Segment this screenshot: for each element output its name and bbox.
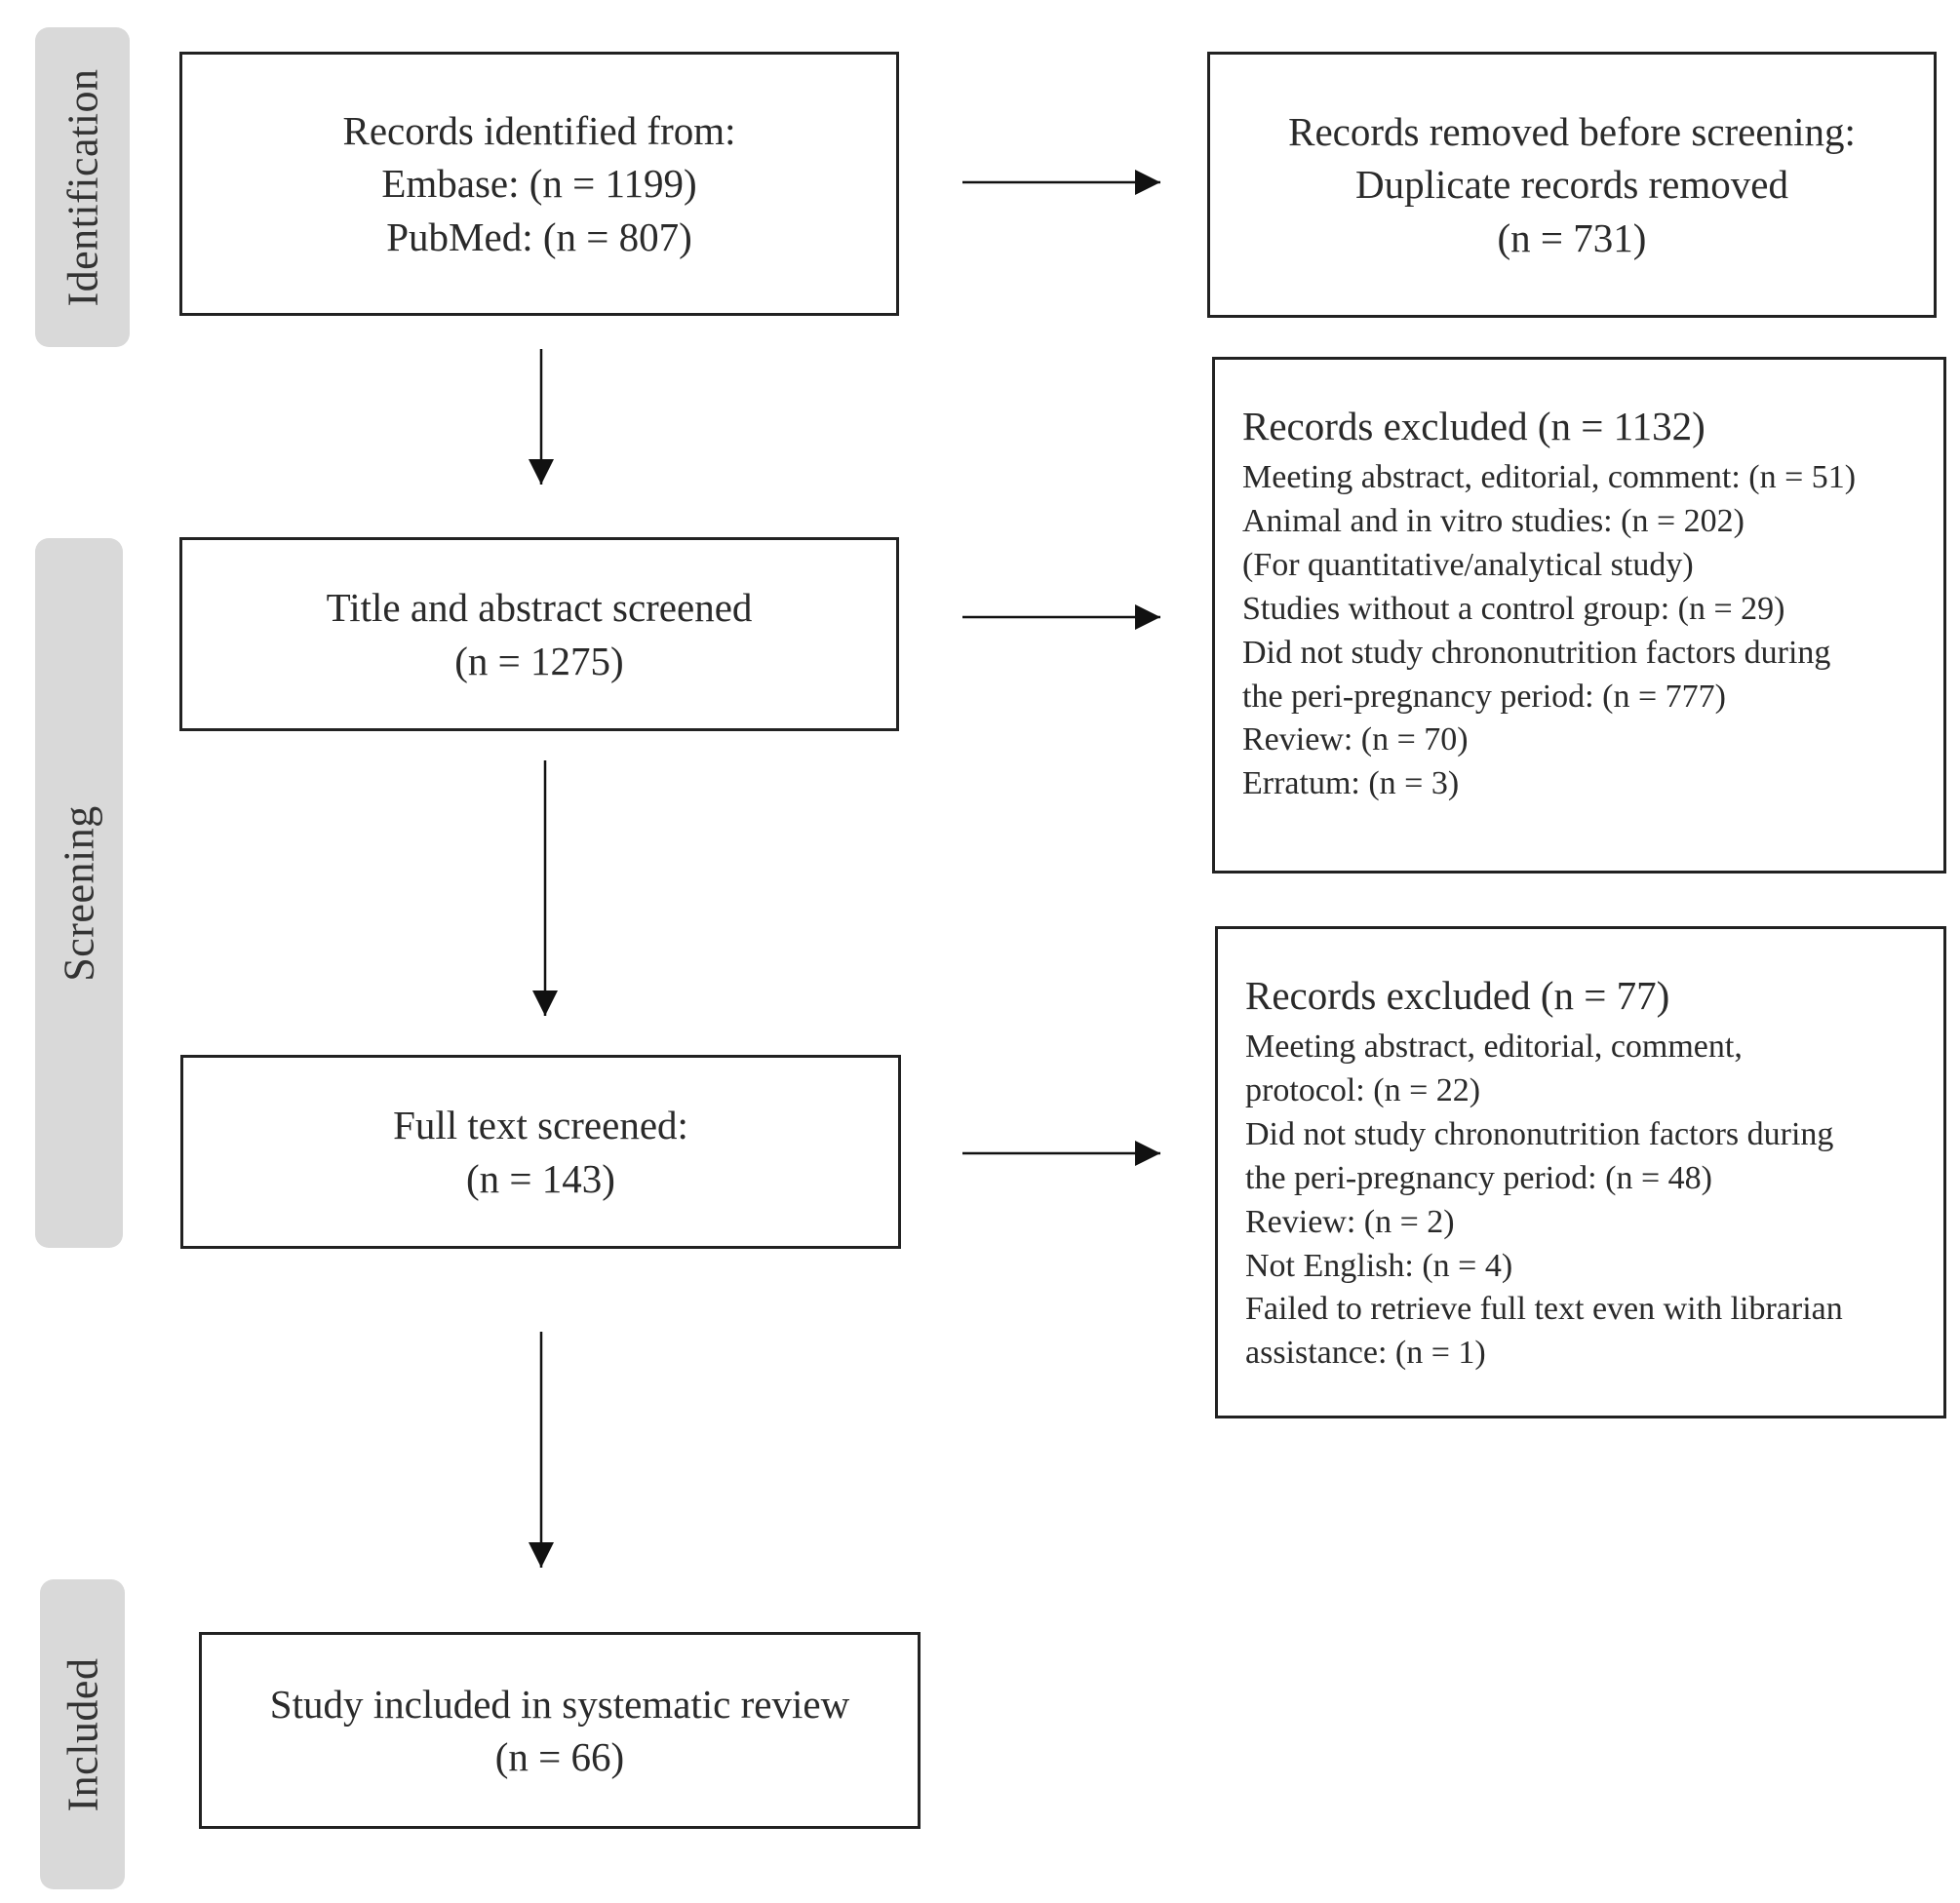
records-excluded-1-item: (For quantitative/analytical study) bbox=[1242, 546, 1694, 583]
records-excluded-2-item: protocol: (n = 22) bbox=[1245, 1072, 1481, 1109]
records-excluded-1-item: Animal and in vitro studies: (n = 202) bbox=[1242, 503, 1744, 540]
records-excluded-1-title: Records excluded (n = 1132) bbox=[1242, 404, 1705, 448]
records-removed-line-2: Duplicate records removed bbox=[1355, 162, 1788, 208]
records-excluded-2-item: Review: (n = 2) bbox=[1245, 1203, 1455, 1240]
stage-screening: Screening bbox=[35, 538, 123, 1248]
records-removed-line-3: (n = 731) bbox=[1497, 214, 1647, 260]
records-excluded-2-item: Meeting abstract, editorial, comment, bbox=[1245, 1029, 1743, 1066]
records-excluded-2-item: Failed to retrieve full text even with l… bbox=[1245, 1291, 1843, 1328]
study-included-box: Study included in systematic review (n =… bbox=[199, 1632, 921, 1829]
records-excluded-1-item: Review: (n = 70) bbox=[1242, 721, 1469, 758]
stage-identification: Identification bbox=[35, 27, 130, 347]
records-excluded-2-item: the peri-pregnancy period: (n = 48) bbox=[1245, 1159, 1712, 1196]
records-excluded-2-item: Not English: (n = 4) bbox=[1245, 1247, 1513, 1284]
records-excluded-2-box: Records excluded (n = 77) Meeting abstra… bbox=[1215, 926, 1946, 1418]
records-identified-line-1: Records identified from: bbox=[342, 108, 736, 154]
records-excluded-1-item: Meeting abstract, editorial, comment: (n… bbox=[1242, 459, 1857, 496]
records-identified-box: Records identified from: Embase: (n = 11… bbox=[179, 52, 899, 316]
records-removed-line-1: Records removed before screening: bbox=[1288, 109, 1856, 155]
full-text-screened-box: Full text screened: (n = 143) bbox=[180, 1055, 901, 1249]
records-excluded-1-item: Studies without a control group: (n = 29… bbox=[1242, 590, 1785, 627]
title-abstract-screened-box: Title and abstract screened (n = 1275) bbox=[179, 537, 899, 731]
records-identified-line-2: Embase: (n = 1199) bbox=[381, 161, 697, 207]
records-excluded-1-item: Erratum: (n = 3) bbox=[1242, 765, 1460, 802]
study-included-line-1: Study included in systematic review bbox=[269, 1681, 850, 1727]
title-abstract-line-2: (n = 1275) bbox=[454, 638, 624, 683]
records-excluded-2-item: assistance: (n = 1) bbox=[1245, 1335, 1486, 1372]
records-excluded-1-item: Did not study chrononutrition factors du… bbox=[1242, 634, 1831, 671]
full-text-line-1: Full text screened: bbox=[393, 1103, 688, 1148]
title-abstract-line-1: Title and abstract screened bbox=[326, 585, 753, 631]
records-excluded-2-item: Did not study chrononutrition factors du… bbox=[1245, 1115, 1834, 1152]
records-excluded-2-title: Records excluded (n = 77) bbox=[1245, 973, 1670, 1018]
records-removed-box: Records removed before screening: Duplic… bbox=[1207, 52, 1937, 318]
records-identified-line-3: PubMed: (n = 807) bbox=[386, 214, 692, 259]
study-included-line-2: (n = 66) bbox=[494, 1734, 625, 1779]
records-excluded-1-item: the peri-pregnancy period: (n = 777) bbox=[1242, 678, 1726, 715]
full-text-line-2: (n = 143) bbox=[466, 1155, 615, 1201]
stage-included: Included bbox=[40, 1579, 125, 1889]
records-excluded-1-box: Records excluded (n = 1132) Meeting abst… bbox=[1212, 357, 1946, 874]
